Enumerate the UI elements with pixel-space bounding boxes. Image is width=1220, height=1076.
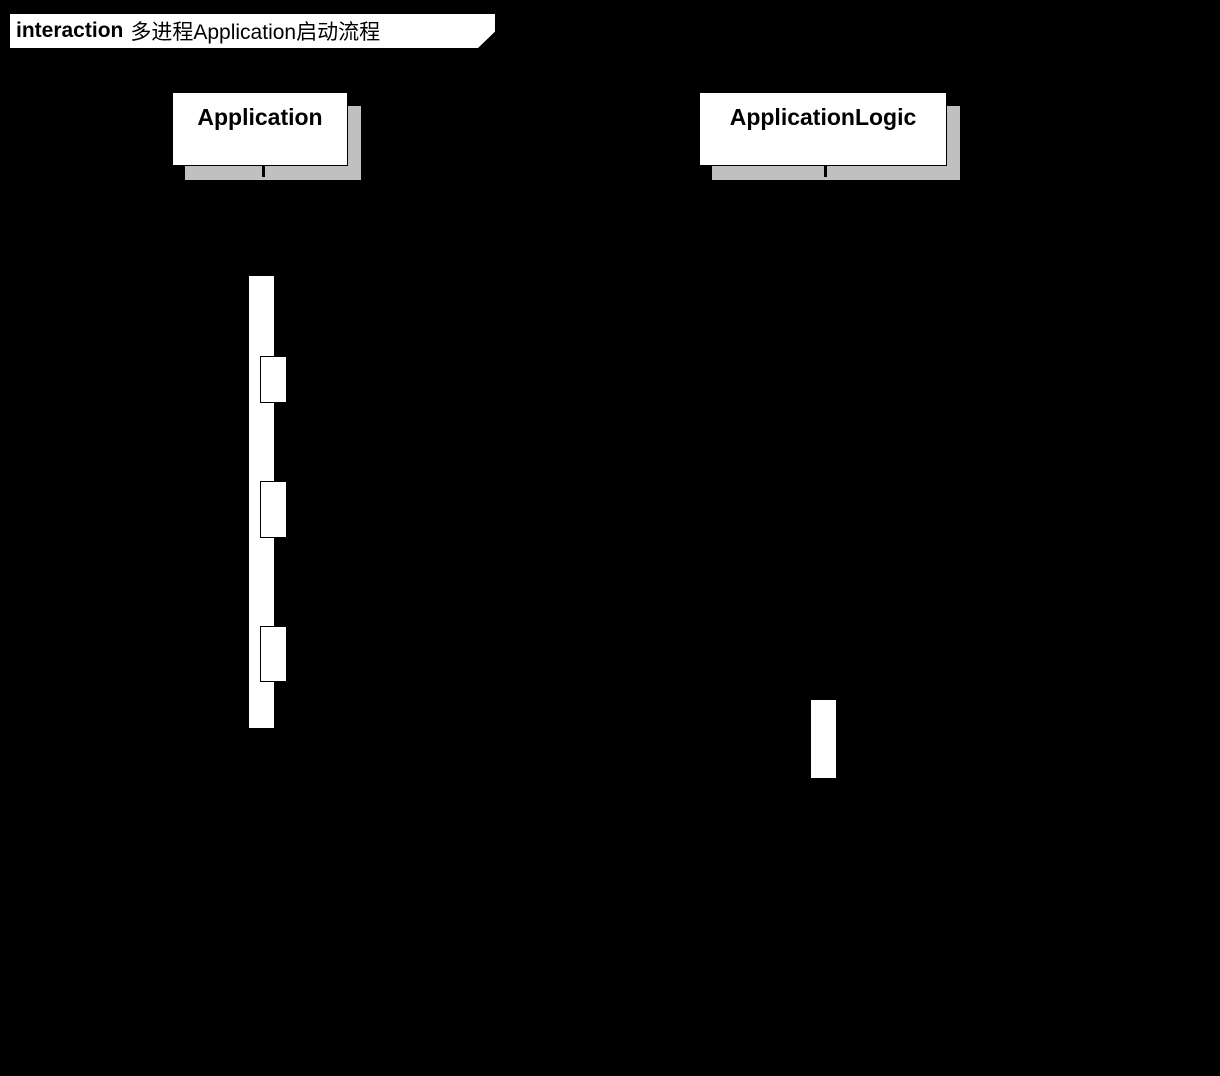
participant-label-application: Application	[197, 104, 323, 130]
participant-application[interactable]: Application	[172, 92, 361, 180]
participant-application-logic[interactable]: ApplicationLogic	[699, 92, 960, 180]
frame-name-label: 多进程Application启动流程	[130, 21, 381, 44]
participant-box[interactable]: Application	[172, 92, 348, 166]
lifeline-tick-application	[262, 166, 265, 177]
activation-bar-application-logic-1[interactable]	[811, 700, 836, 778]
activation-bar-application-nested-1[interactable]	[260, 356, 287, 403]
participant-box[interactable]: ApplicationLogic	[699, 92, 947, 166]
activation-bar-application-nested-3[interactable]	[260, 626, 287, 682]
activation-bar-application-nested-2[interactable]	[260, 481, 287, 538]
interaction-frame-header: interaction 多进程Application启动流程	[10, 14, 495, 48]
participant-label-application-logic: ApplicationLogic	[729, 104, 917, 130]
lifeline-tick-application-logic	[824, 166, 827, 177]
frame-kind-label: interaction	[16, 19, 124, 42]
lifeline-application-logic	[823, 166, 824, 1040]
